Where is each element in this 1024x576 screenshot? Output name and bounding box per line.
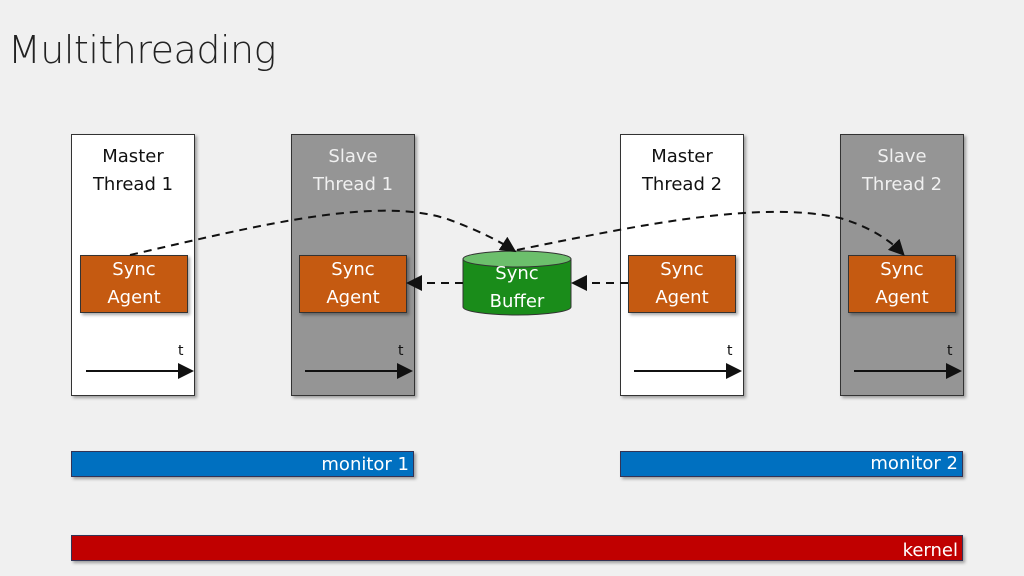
time-label: t: [727, 343, 733, 359]
time-label: t: [947, 343, 953, 359]
sync-buffer-cylinder: [462, 250, 572, 316]
kernel-bar: kernel: [71, 535, 963, 561]
page-title: Multithreading: [8, 28, 276, 72]
time-label: t: [398, 343, 404, 359]
monitor-2-bar: monitor 2: [620, 451, 963, 477]
dashed-arrow-master1-to-buffer: [129, 209, 517, 256]
monitor-1-bar: monitor 1: [71, 451, 414, 477]
time-label: t: [178, 343, 184, 359]
dashed-arrow-buffer-to-slave2: [516, 210, 905, 256]
